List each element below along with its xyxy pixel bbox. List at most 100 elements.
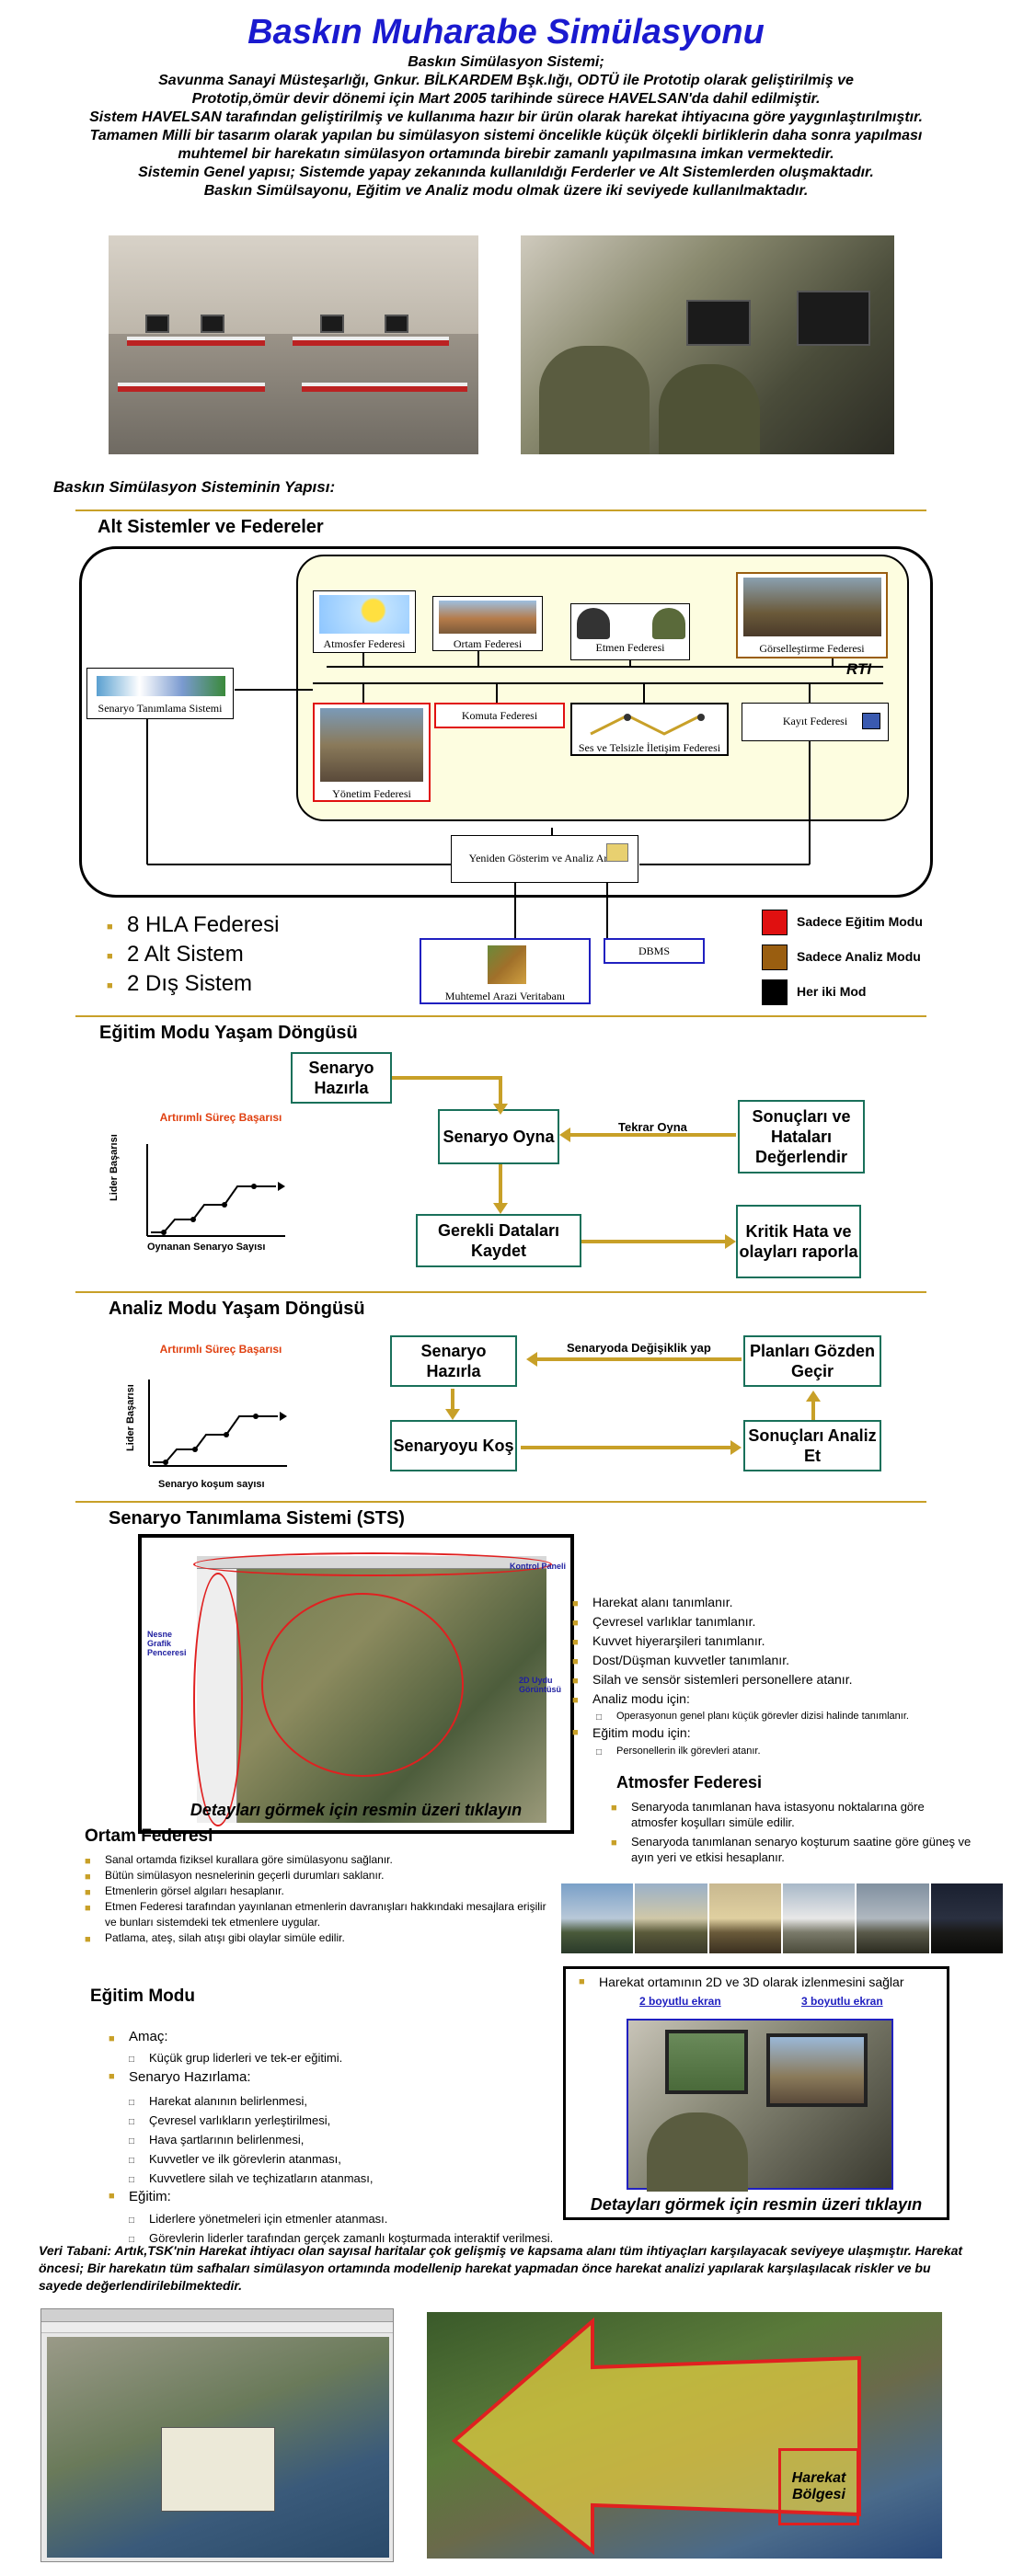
ses-label: Ses ve Telsizle İletişim Federesi — [578, 741, 721, 754]
analysis-arrows — [445, 1352, 742, 1455]
sts-heading: Senaryo Tanımlama Sistemi (STS) — [109, 1508, 405, 1528]
kayit-label: Kayıt Federesi — [782, 715, 848, 727]
legend-item: Sadece Analiz Modu — [762, 939, 923, 974]
analysis-plan-box: Planları Gözden Geçir — [743, 1335, 881, 1387]
egitim-sub-bullet: Görevlerin liderler tarafından gerçek za… — [129, 2228, 553, 2250]
screens-bullet-list: Harekat ortamının 2D ve 3D olarak izlenm… — [579, 1975, 903, 1989]
egitim-bullet: Eğitim: — [109, 2189, 171, 2204]
training-xlabel: Oynanan Senaryo Sayısı — [147, 1242, 266, 1253]
gorunum-callout: 2D Uydu Görüntüsü — [519, 1676, 561, 1694]
training-kritik-box: Kritik Hata ve olayları raporla — [736, 1205, 861, 1278]
sts-egitim-sub: Personellerin ilk görevleri atanır. — [596, 1746, 761, 1757]
training-sonuc-box: Sonuçları ve Hataları Değerlendir — [738, 1100, 865, 1174]
training-kaydet-box: Gerekli Dataları Kaydet — [416, 1214, 581, 1267]
nesne-callout: Nesne Grafik Penceresi — [147, 1630, 187, 1657]
etmen-node: Etmen Federesi — [570, 603, 690, 660]
legend-item: Sadece Eğitim Modu — [762, 904, 923, 939]
screens-bullet: Harekat ortamının 2D ve 3D olarak izlenm… — [579, 1975, 903, 1989]
sts-bullets: Harekat alanı tanımlanır. Çevresel varlı… — [572, 1593, 977, 1711]
egitim-sub-bullet: Kuvvetlere silah ve teçhizatların atanma… — [129, 2169, 374, 2190]
training-chart-title: Artırımlı Süreç Başarısı — [159, 1111, 282, 1124]
screens-photo — [627, 2019, 893, 2192]
region-arrow — [451, 2317, 861, 2556]
egitim-bullet: Amaç: — [109, 2027, 624, 2049]
intro-line: Savunma Sanayi Müsteşarlığı, Gnkur. BİLK… — [158, 73, 854, 88]
komuta-node: Komuta Federesi — [434, 703, 565, 728]
atmosfer-bullet: Senaryoda tanımlanan hava istasyonu nokt… — [611, 1799, 972, 1830]
egitim-sub-bullet: Kuvvetler ve ilk görevlerin atanması, — [129, 2149, 374, 2170]
sts-bullet: Harekat alanı tanımlanır. — [572, 1593, 977, 1614]
egitim-amac-sub: Küçük grup liderleri ve tek-er eğitimi. — [129, 2049, 342, 2069]
ses-node: Ses ve Telsizle İletişim Federesi — [570, 703, 729, 756]
intro-line: Sistemin Genel yapısı; Sistemde yapay ze… — [138, 165, 874, 180]
ortam-bullet: Sanal ortamda fiziksel kurallara göre si… — [85, 1852, 548, 1870]
training-arrows — [392, 1076, 736, 1249]
atmosfer-heading: Atmosfer Federesi — [616, 1773, 763, 1792]
egitim-list: Amaç: — [109, 2027, 624, 2049]
subsystems-heading: Alt Sistemler ve Federeler — [98, 517, 324, 537]
intro-text: Baskın Simülasyon Sistemi; Savunma Sanay… — [9, 53, 1003, 200]
sts-screenshot[interactable]: Kontrol Paneli Nesne Grafik Penceresi 2D… — [138, 1534, 574, 1834]
screens-panel[interactable]: Harekat ortamının 2D ve 3D olarak izlenm… — [563, 1966, 949, 2220]
sts-bullet: Eğitim modu için: — [572, 1725, 691, 1740]
training-oyna-box: Senaryo Oyna — [438, 1109, 559, 1164]
yonetim-node: Yönetim Federesi — [313, 703, 431, 802]
stat-item: 2 Dış Sistem — [107, 969, 279, 1001]
gorsel-label: Görselleştirme Federesi — [759, 642, 865, 655]
ortam-bullet: Patlama, ateş, silah atışı gibi olaylar … — [85, 1930, 548, 1948]
atmosfer-strip — [561, 1883, 1003, 1953]
analysis-hazirla-box: Senaryo Hazırla — [390, 1335, 517, 1387]
region-map: Harekat Bölgesi — [427, 2312, 942, 2559]
intro-line: muhtemel bir harekatın simülasyon ortamı… — [178, 146, 834, 162]
analysis-ylabel: Lider Başarısı — [125, 1384, 136, 1451]
intro-line: Prototip,ömür devir dönemi için Mart 200… — [191, 91, 821, 107]
sts-bullet: Analiz modu için: — [572, 1689, 977, 1711]
sts-bullet: Kuvvet hiyerarşileri tanımlanır. — [572, 1631, 977, 1653]
egitim-bullet: Senaryo Hazırlama: — [109, 2069, 251, 2085]
ortam-heading: Ortam Federesi — [85, 1826, 213, 1846]
analysis-xlabel: Senaryo koşum sayısı — [158, 1479, 265, 1490]
training-heading: Eğitim Modu Yaşam Döngüsü — [99, 1023, 358, 1043]
muhtemel-label: Muhtemel Arazi Veritabanı — [444, 990, 566, 1002]
veri-text: Veri Tabani: Artık,TSK'nin Harekat ihtiy… — [39, 2243, 963, 2293]
egitim-sub-bullet: Küçük grup liderleri ve tek-er eğitimi. — [129, 2049, 342, 2069]
stat-item: 2 Alt Sistem — [107, 940, 279, 971]
legend-label: Sadece Analiz Modu — [797, 949, 921, 964]
analysis-chart-title: Artırımlı Süreç Başarısı — [159, 1343, 282, 1356]
ortam-bullet: Etmen Federesi tarafından yayınlanan etm… — [85, 1899, 548, 1930]
map-app-screenshot — [40, 2308, 394, 2562]
stat-item: 8 HLA Federesi — [107, 910, 279, 942]
intro-line: Sistem HAVELSAN tarafından geliştirilmiş… — [89, 109, 923, 125]
yonetim-label: Yönetim Federesi — [332, 787, 411, 800]
classroom-photo — [109, 235, 478, 454]
ortam-label: Ortam Federesi — [453, 637, 523, 650]
analysis-analiz-box: Sonuçları Analiz Et — [743, 1420, 881, 1471]
analysis-heading: Analiz Modu Yaşam Döngüsü — [109, 1299, 365, 1319]
yeniden-label: Yeniden Gösterim ve Analiz Aracı — [468, 852, 621, 864]
label-2d: 2 boyutlu ekran — [639, 1995, 721, 2008]
analysis-up-arrow — [806, 1391, 821, 1420]
divider — [75, 1501, 926, 1503]
egitim-sub-bullet: Harekat alanının belirlenmesi, — [129, 2091, 374, 2112]
sts-sub-bullet: Personellerin ilk görevleri atanır. — [596, 1746, 761, 1757]
kayit-node: Kayıt Federesi — [742, 703, 889, 741]
ortam-node: Ortam Federesi — [432, 596, 543, 651]
senaryo-node: Senaryo Tanımlama Sistemi — [86, 668, 234, 719]
tekrar-label: Tekrar Oyna — [618, 1120, 687, 1134]
label-3d: 3 boyutlu ekran — [801, 1995, 883, 2008]
dbms-node: DBMS — [604, 938, 705, 964]
legend-label: Her iki Mod — [797, 984, 867, 999]
egitim-hazirlama-sub: Harekat alanının belirlenmesi, Çevresel … — [129, 2091, 374, 2190]
sts-caption[interactable]: Detayları görmek için resmin üzeri tıkla… — [190, 1801, 523, 1819]
etmen-label: Etmen Federesi — [595, 641, 665, 654]
egitim-hazirlama: Senaryo Hazırlama: — [109, 2069, 251, 2085]
senaryo-label: Senaryo Tanımlama Sistemi — [98, 702, 223, 715]
egitim-sub-bullet: Hava şartlarının belirlenmesi, — [129, 2130, 374, 2151]
training-hazirla-box: Senaryo Hazırla — [291, 1052, 392, 1104]
intro-line: Baskın Simülasyon Sistemi; — [408, 54, 604, 70]
structure-stats: 8 HLA Federesi 2 Alt Sistem 2 Dış Sistem — [107, 910, 279, 1001]
sts-bullet: Çevresel varlıklar tanımlanır. — [572, 1612, 977, 1633]
dbms-label: DBMS — [638, 945, 670, 957]
egitim-egitim-sub: Liderlere yönetmeleri için etmenler atan… — [129, 2209, 553, 2250]
bolge-label: Harekat Bölgesi — [778, 2448, 859, 2525]
